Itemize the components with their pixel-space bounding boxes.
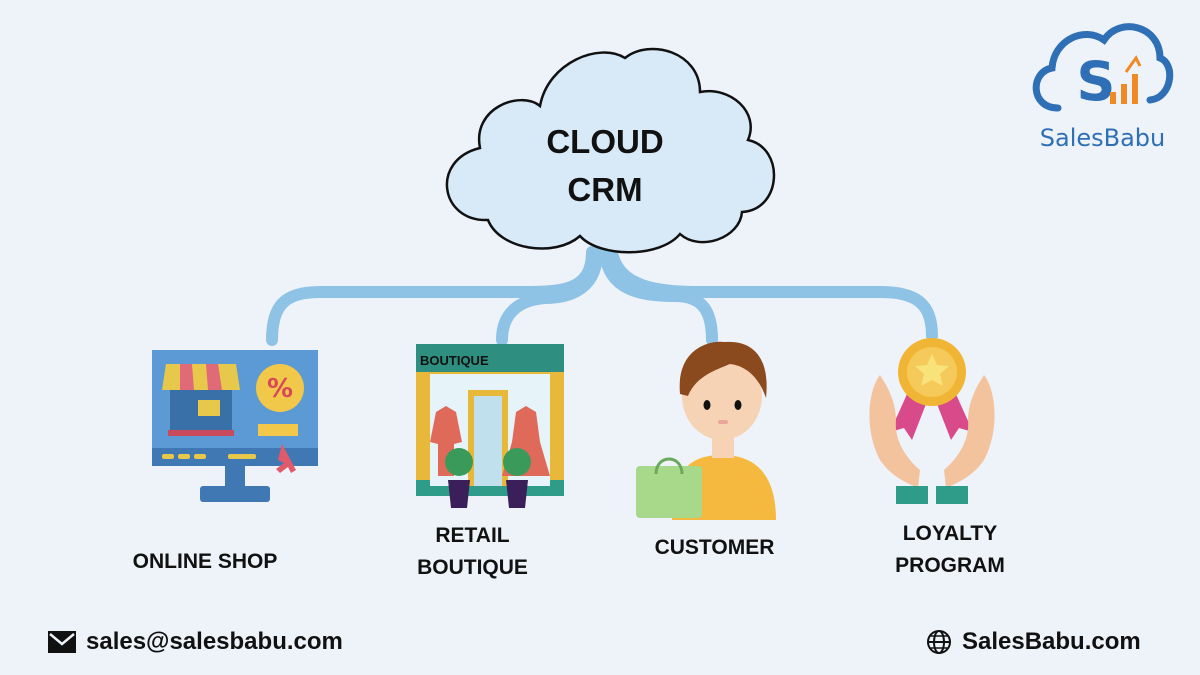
boutique-sign: BOUTIQUE (420, 353, 489, 368)
svg-text:%: % (267, 374, 293, 404)
footer-website[interactable]: SalesBabu.com (926, 628, 1141, 656)
cloud-label-line2: CRM (567, 171, 643, 208)
logo-letter: S (1077, 50, 1116, 113)
cloud-crm-label: CLOUD CRM (505, 118, 705, 214)
cloud-label-line1: CLOUD (546, 123, 664, 160)
loyalty-label-line2: PROGRAM (895, 554, 1005, 577)
connector-lines (266, 246, 938, 346)
connector-loyalty-program (606, 246, 938, 342)
email-text: sales@salesbabu.com (86, 628, 343, 655)
connector-retail-boutique (496, 246, 603, 346)
footer-email[interactable]: sales@salesbabu.com (48, 628, 343, 656)
loyalty-label-line1: LOYALTY (902, 522, 998, 545)
customer-label: CUSTOMER (654, 536, 775, 559)
salesbabu-logo: S (1032, 23, 1174, 113)
online-shop-illustration: % (152, 350, 318, 502)
loyalty-program-illustration (869, 338, 995, 504)
online-shop-label: ONLINE SHOP (132, 550, 278, 573)
retail-boutique-label: RETAIL BOUTIQUE (395, 520, 550, 584)
retail-boutique-illustration: BOUTIQUE (416, 344, 564, 508)
cursor-icon (276, 444, 296, 473)
globe-icon (927, 630, 951, 654)
retail-label-line2: BOUTIQUE (417, 556, 528, 579)
cloud-shape (445, 47, 776, 254)
brand-name: SalesBabu (1039, 124, 1166, 152)
customer-illustration (636, 341, 776, 520)
loyalty-program-label: LOYALTY PROGRAM (870, 518, 1030, 582)
mail-icon (48, 631, 76, 653)
retail-label-line1: RETAIL (435, 524, 510, 547)
website-text: SalesBabu.com (962, 628, 1141, 655)
